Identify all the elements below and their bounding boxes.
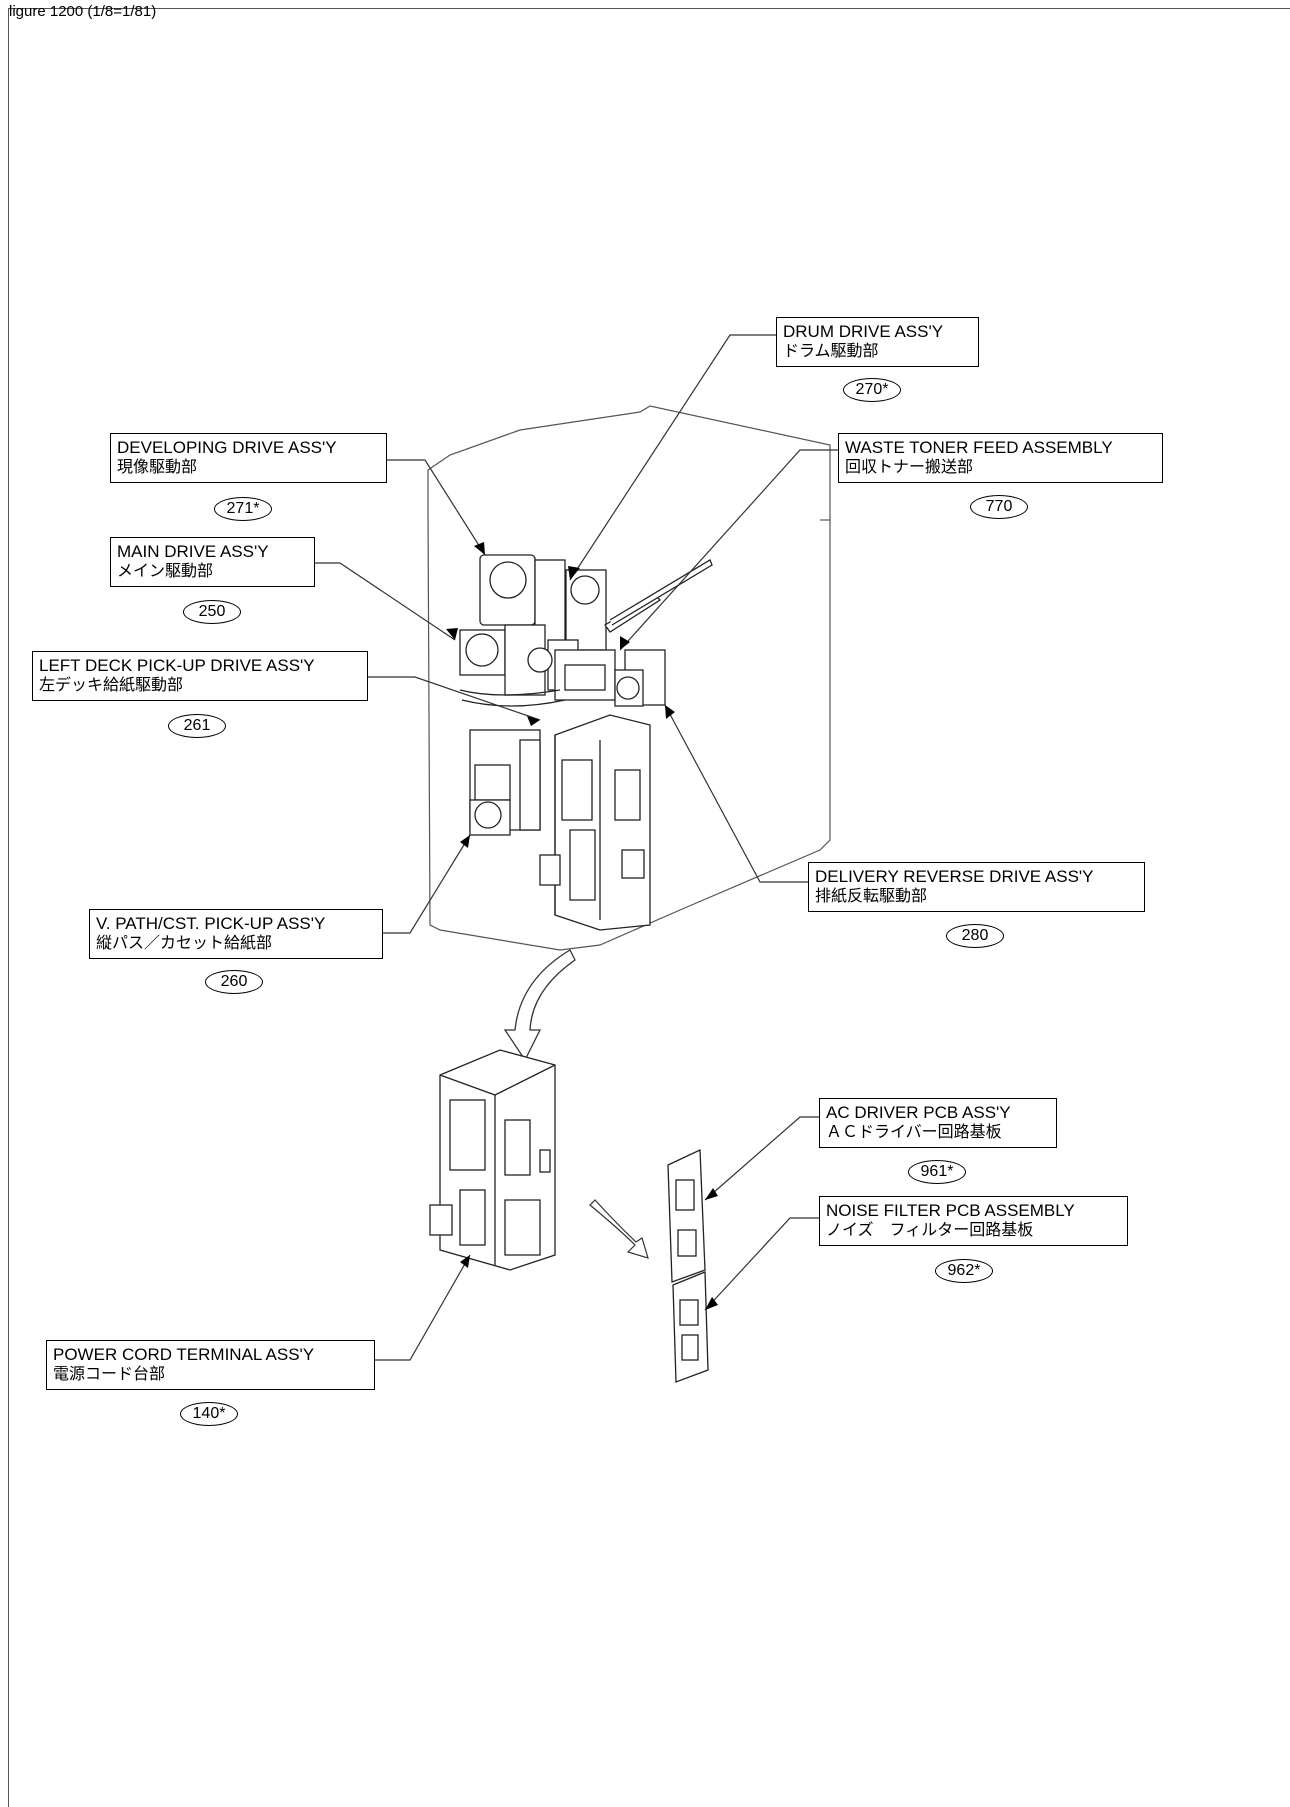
callout-delivery-reverse-ja: 排紙反転駆動部 — [815, 888, 928, 906]
callout-noise-filter-pcb: NOISE FILTER PCB ASSEMBLY ノイズ フィルター回路基板 — [819, 1196, 1128, 1247]
callout-delivery-reverse-en: DELIVERY REVERSE DRIVE ASS'Y — [815, 867, 1094, 886]
callout-main-drive-ja: メイン駆動部 — [117, 563, 214, 581]
callout-developing-drive-en: DEVELOPING DRIVE ASS'Y — [117, 438, 337, 457]
callout-vpath-cst-pickup-en: V. PATH/CST. PICK-UP ASS'Y — [96, 914, 326, 933]
callout-main-drive: MAIN DRIVE ASS'Y メイン駆動部 — [110, 537, 315, 588]
ref-vpath-cst-pickup: 260 — [205, 970, 263, 994]
callout-left-deck-pickup-ja: 左デッキ給紙駆動部 — [39, 677, 184, 695]
callout-developing-drive: DEVELOPING DRIVE ASS'Y 現像駆動部 — [110, 433, 387, 484]
callout-power-cord-terminal-en: POWER CORD TERMINAL ASS'Y — [53, 1345, 315, 1364]
callout-vpath-cst-pickup: V. PATH/CST. PICK-UP ASS'Y 縦パス／カセット給紙部 — [89, 909, 383, 960]
callout-noise-filter-pcb-ja: ノイズ フィルター回路基板 — [826, 1222, 1034, 1240]
callout-waste-toner-feed-en: WASTE TONER FEED ASSEMBLY — [845, 438, 1113, 457]
callout-left-deck-pickup: LEFT DECK PICK-UP DRIVE ASS'Y 左デッキ給紙駆動部 — [32, 651, 368, 702]
callout-power-cord-terminal: POWER CORD TERMINAL ASS'Y 電源コード台部 — [46, 1340, 375, 1391]
ref-noise-filter-pcb: 962* — [935, 1259, 993, 1283]
ref-developing-drive: 271* — [214, 497, 272, 521]
callout-main-drive-en: MAIN DRIVE ASS'Y — [117, 542, 269, 561]
ref-power-cord-terminal: 140* — [180, 1402, 238, 1426]
machine-outline — [427, 405, 831, 951]
callout-vpath-cst-pickup-ja: 縦パス／カセット給紙部 — [96, 935, 273, 953]
figure-header: ligure 1200 (1/8=1/81) — [9, 3, 157, 20]
callout-power-cord-terminal-ja: 電源コード台部 — [53, 1366, 166, 1384]
callout-ac-driver-pcb-en: AC DRIVER PCB ASS'Y — [826, 1103, 1011, 1122]
ref-ac-driver-pcb: 961* — [908, 1160, 966, 1184]
assembly-flow-arrow — [503, 949, 576, 1062]
callout-drum-drive-en: DRUM DRIVE ASS'Y — [783, 322, 944, 341]
drive-assemblies-cluster — [459, 554, 713, 931]
ref-waste-toner-feed: 770 — [970, 495, 1028, 519]
callout-drum-drive: DRUM DRIVE ASS'Y ドラム駆動部 — [776, 317, 979, 368]
callout-drum-drive-ja: ドラム駆動部 — [783, 343, 879, 361]
callout-developing-drive-ja: 現像駆動部 — [117, 459, 198, 477]
ref-left-deck-pickup: 261 — [168, 714, 226, 738]
drawing-frame: ligure 1200 (1/8=1/81) — [8, 3, 1290, 1807]
leader-lines — [315, 334, 840, 1361]
callout-delivery-reverse: DELIVERY REVERSE DRIVE ASS'Y 排紙反転駆動部 — [808, 862, 1145, 913]
callout-noise-filter-pcb-en: NOISE FILTER PCB ASSEMBLY — [826, 1201, 1075, 1220]
ref-delivery-reverse: 280 — [946, 924, 1004, 948]
ref-drum-drive: 270* — [843, 378, 901, 402]
callout-waste-toner-feed: WASTE TONER FEED ASSEMBLY 回収トナー搬送部 — [838, 433, 1163, 484]
pcb-boards — [667, 1148, 709, 1383]
ref-main-drive: 250 — [183, 600, 241, 624]
leader-arrowheads — [446, 542, 718, 1310]
callout-ac-driver-pcb: AC DRIVER PCB ASS'Y ＡＣドライバー回路基板 — [819, 1098, 1057, 1149]
callout-waste-toner-feed-ja: 回収トナー搬送部 — [845, 459, 974, 477]
pcb-flow-arrow — [589, 1199, 649, 1259]
callout-left-deck-pickup-en: LEFT DECK PICK-UP DRIVE ASS'Y — [39, 656, 315, 675]
lower-electrical-box — [429, 1049, 556, 1271]
callout-ac-driver-pcb-ja: ＡＣドライバー回路基板 — [826, 1124, 1002, 1142]
